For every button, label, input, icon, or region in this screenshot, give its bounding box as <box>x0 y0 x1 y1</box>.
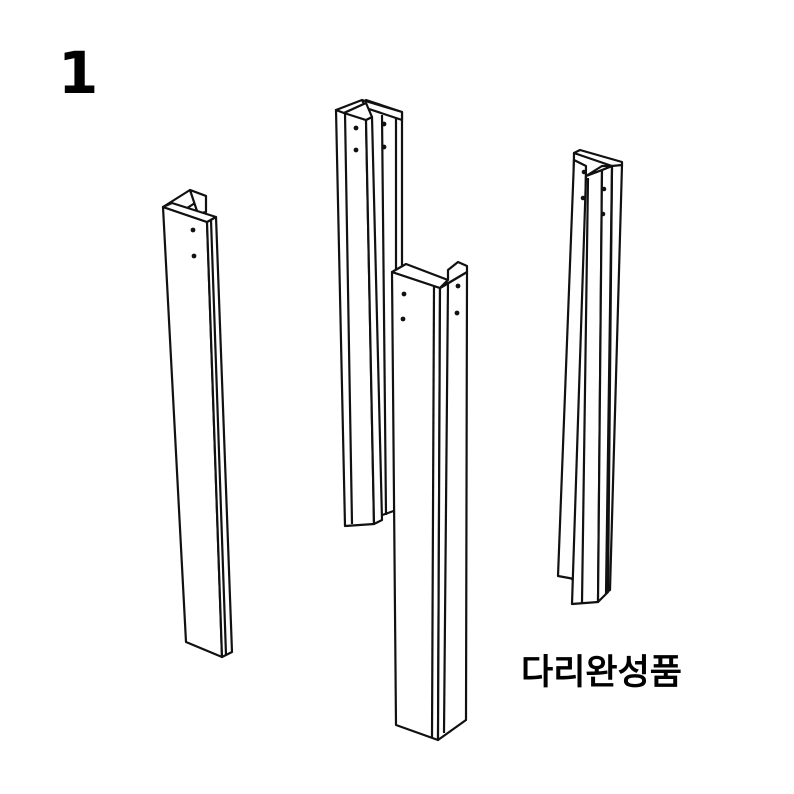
leg-front-center <box>390 260 469 742</box>
caption-finished-legs: 다리완성품 <box>521 653 683 693</box>
leg-right <box>556 148 624 606</box>
leg-left <box>161 188 234 659</box>
step-number: 1 <box>58 39 99 107</box>
